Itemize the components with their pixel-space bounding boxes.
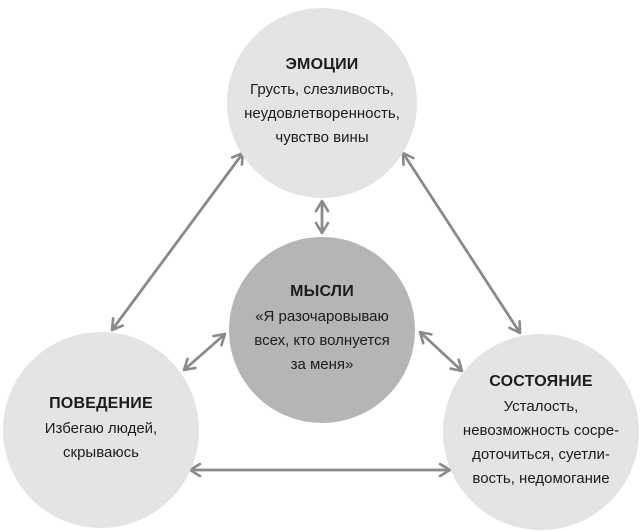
node-thoughts: МЫСЛИ «Я разочаровываю всех, кто волнует… bbox=[229, 237, 415, 423]
node-state-title: СОСТОЯНИЕ bbox=[489, 373, 593, 390]
node-emotions-body: Грусть, слезливость, неудовлетворенность… bbox=[244, 81, 400, 146]
node-state-body: Усталость, невозможность сосре- доточить… bbox=[462, 398, 620, 487]
node-state: СОСТОЯНИЕ Усталость, невозможность сосре… bbox=[443, 334, 639, 530]
arrow-emotions-behavior bbox=[110, 151, 245, 332]
node-thoughts-body: «Я разочаровываю всех, кто волнуется за … bbox=[254, 308, 390, 373]
node-behavior: ПОВЕДЕНИЕ Избегаю людей, скрываюсь bbox=[3, 332, 199, 528]
node-emotions: ЭМОЦИИ Грусть, слезливость, неудовлетвор… bbox=[227, 8, 417, 198]
node-behavior-title: ПОВЕДЕНИЕ bbox=[49, 395, 153, 412]
node-emotions-title: ЭМОЦИИ bbox=[285, 56, 359, 73]
arrow-thoughts-behavior bbox=[182, 332, 227, 372]
arrow-emotions-state bbox=[401, 151, 522, 335]
node-behavior-body: Избегаю людей, скрываюсь bbox=[44, 420, 158, 461]
node-thoughts-title: МЫСЛИ bbox=[290, 283, 354, 300]
arrow-thoughts-state bbox=[418, 330, 464, 373]
